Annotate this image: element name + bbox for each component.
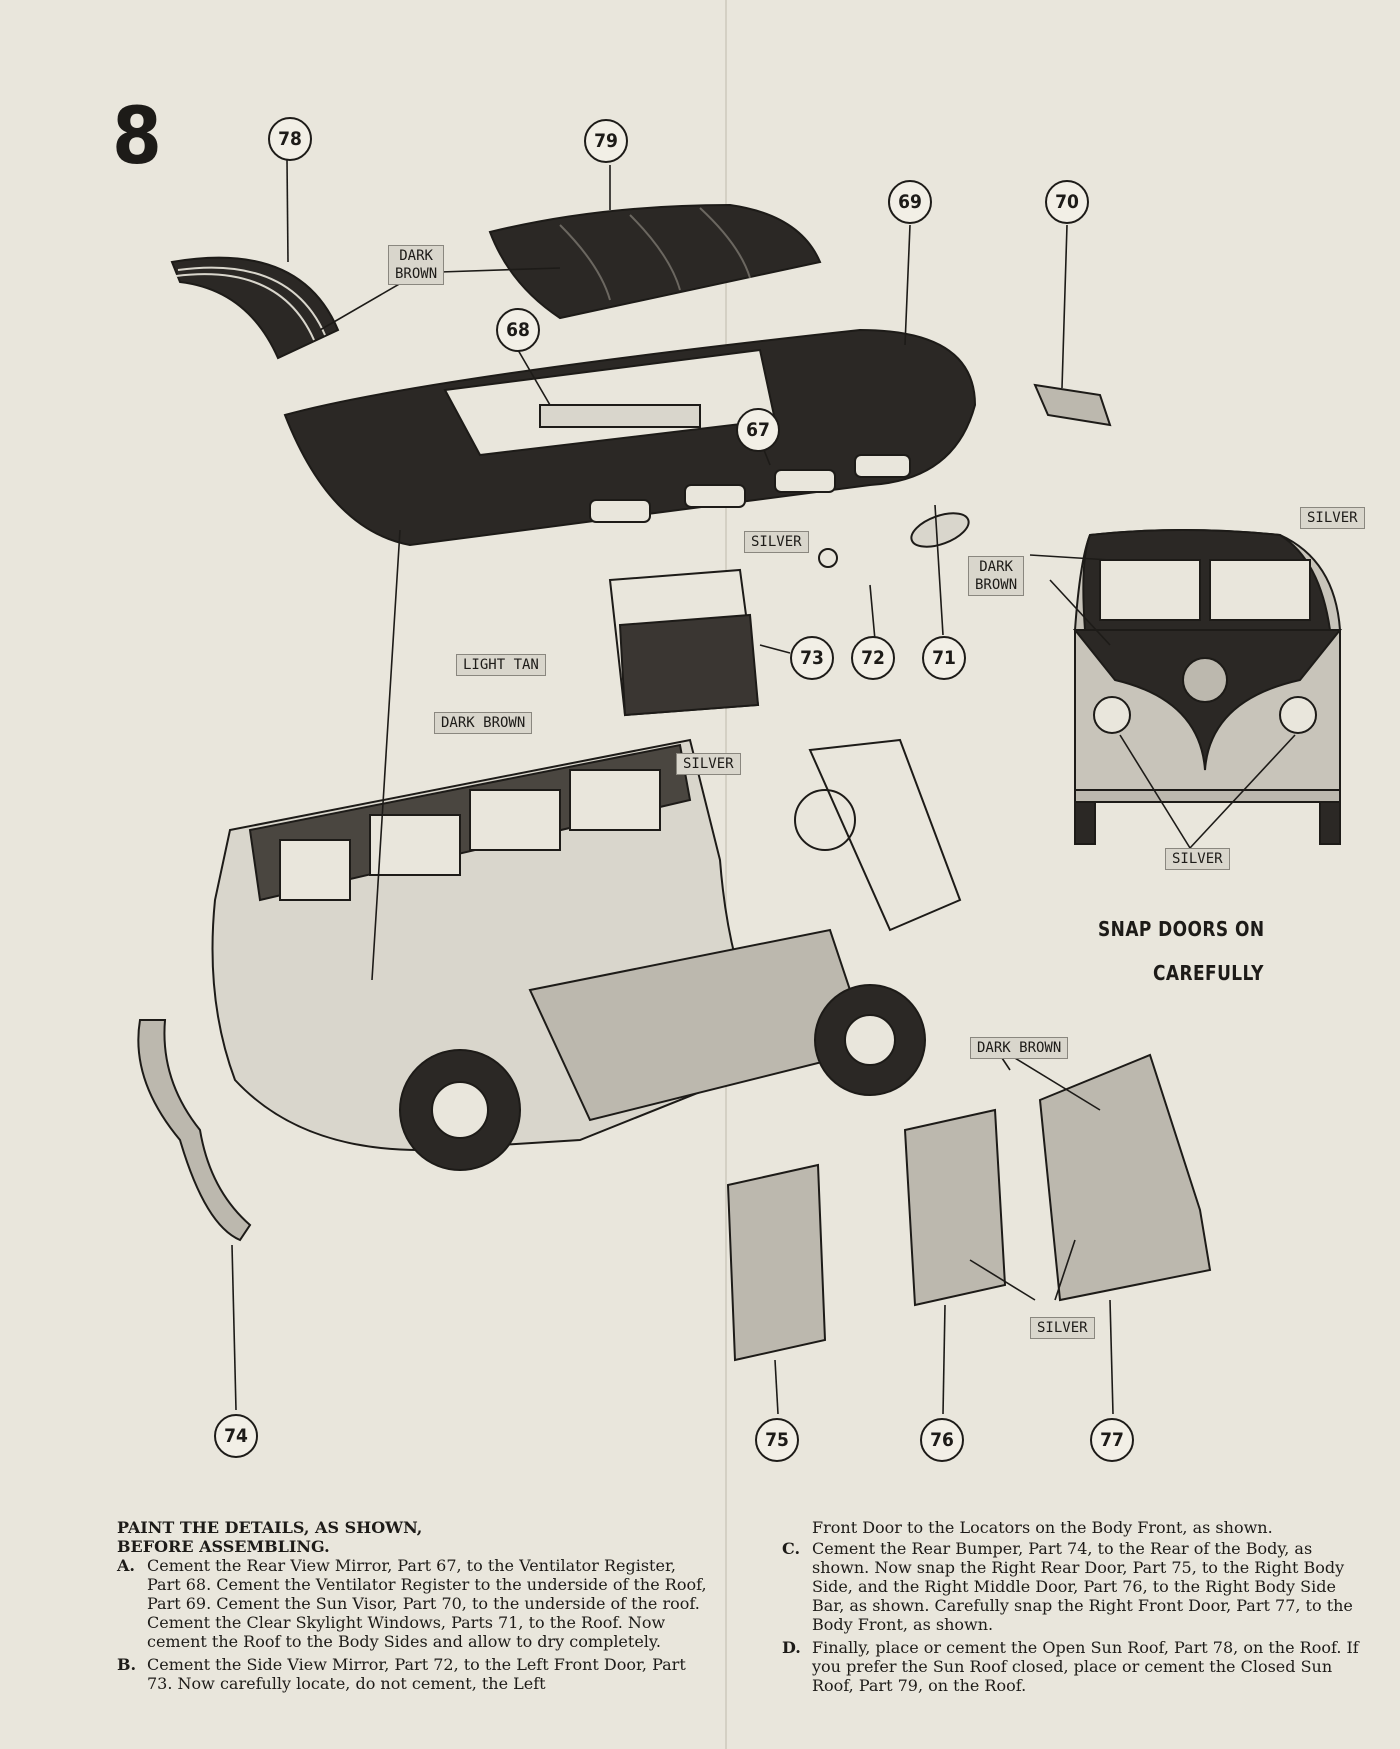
callout-79: 79 [584, 119, 628, 163]
roof-part-69 [283, 328, 977, 547]
right-middle-door-part-76 [903, 1108, 1007, 1307]
closed-sun-roof-part-79 [488, 203, 822, 320]
callout-71: 71 [922, 636, 966, 680]
paint-tag-dark-brown-top: DARK BROWN [388, 245, 445, 285]
paint-tag-silver-bottom: SILVER [1165, 848, 1230, 870]
side-mirror-part-72 [818, 548, 838, 568]
step-text: Cement the Side View Mirror, Part 72, to… [147, 1655, 686, 1693]
step-text: Cement the Rear Bumper, Part 74, to the … [812, 1539, 1353, 1634]
paint-tag-silver-front: SILVER [1300, 507, 1365, 529]
instructions-header-line-1: PAINT THE DETAILS, AS SHOWN, [117, 1518, 423, 1537]
paint-tag-dark-brown-front: DARK BROWN [968, 556, 1025, 596]
skylight-window-part-71 [910, 512, 970, 548]
instructions-header-line-2: BEFORE ASSEMBLING. [117, 1537, 330, 1556]
callout-78: 78 [268, 117, 312, 161]
step-letter: D. [782, 1638, 801, 1657]
callout-77: 77 [1090, 1418, 1134, 1462]
instructions-right-column: Front Door to the Locators on the Body F… [782, 1518, 1372, 1695]
callout-69: 69 [888, 180, 932, 224]
rear-bumper-part-74 [137, 1019, 252, 1242]
step-number: 8 [112, 92, 162, 182]
paint-tag-silver-doors: SILVER [1030, 1317, 1095, 1339]
paint-tag-line: DARK [979, 559, 1013, 575]
step-letter: C. [782, 1539, 801, 1558]
callout-73: 73 [790, 636, 834, 680]
step-text: Finally, place or cement the Open Sun Ro… [812, 1638, 1359, 1695]
callout-67: 67 [736, 408, 780, 452]
paint-tag-dark-brown-doors: DARK BROWN [970, 1037, 1069, 1059]
snap-note-line-1: SNAP DOORS ON [1098, 917, 1265, 941]
callout-75: 75 [755, 1418, 799, 1462]
callout-74: 74 [214, 1414, 258, 1458]
paint-tag-dark-brown-door: DARK BROWN [434, 712, 533, 734]
step-letter: B. [117, 1655, 137, 1674]
step-letter: A. [117, 1556, 135, 1575]
paint-tag-line: DARK [399, 248, 433, 264]
callout-68: 68 [496, 308, 540, 352]
left-front-door-part-73 [608, 568, 760, 717]
page-fold [725, 0, 727, 1749]
paint-tag-silver-mirror: SILVER [744, 531, 809, 553]
front-view-of-bus [1072, 529, 1343, 845]
right-front-door-part-77 [1038, 1053, 1212, 1302]
instruction-step-b-continued: Front Door to the Locators on the Body F… [812, 1518, 1273, 1537]
paint-tag-light-tan: LIGHT TAN [456, 654, 546, 676]
instruction-step-b: B. Cement the Side View Mirror, Part 72,… [117, 1655, 707, 1693]
bus-body [211, 738, 962, 1171]
right-rear-door-part-75 [726, 1163, 827, 1362]
open-sun-roof-part-78 [170, 256, 340, 360]
sun-visor-part-70 [1033, 383, 1112, 427]
callout-70: 70 [1045, 180, 1089, 224]
callout-72: 72 [851, 636, 895, 680]
paint-tag-silver-door: SILVER [676, 753, 741, 775]
snap-note-line-2: CAREFULLY [1153, 961, 1264, 985]
paint-tag-line: BROWN [975, 577, 1018, 593]
instruction-step-a: A. Cement the Rear View Mirror, Part 67,… [117, 1556, 707, 1651]
instruction-step-d: D. Finally, place or cement the Open Sun… [782, 1638, 1372, 1695]
step-text: Cement the Rear View Mirror, Part 67, to… [147, 1556, 707, 1651]
paint-tag-line: BROWN [395, 266, 438, 282]
callout-76: 76 [920, 1418, 964, 1462]
instruction-step-c: C. Cement the Rear Bumper, Part 74, to t… [782, 1539, 1372, 1634]
instructions-left-column: PAINT THE DETAILS, AS SHOWN, BEFORE ASSE… [117, 1518, 707, 1693]
